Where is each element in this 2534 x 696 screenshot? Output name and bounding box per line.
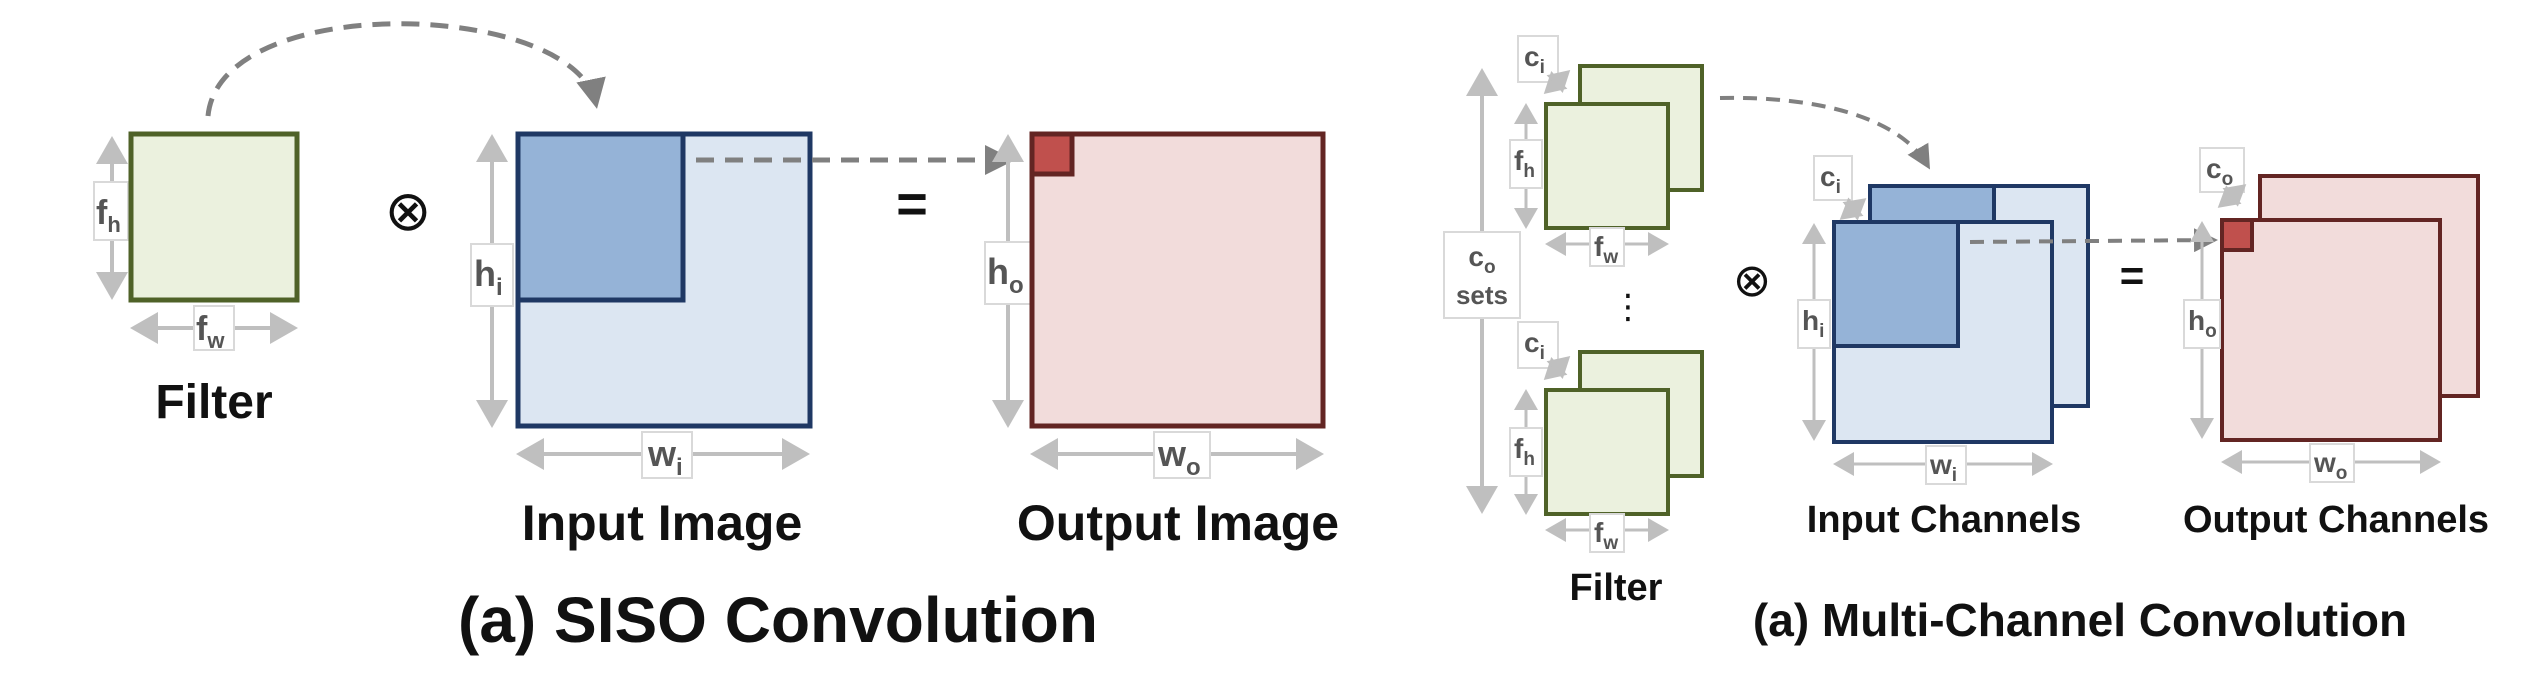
multi-filter-top-channel-label: ci: [1524, 41, 1545, 78]
multi-filter-sets-count: co: [1468, 241, 1495, 278]
multi-output-front-square: [2220, 218, 2442, 442]
multi-filter-top-channel-dimension: [1543, 69, 1571, 95]
multi-output-channels: co ho wo Output Channels: [2183, 147, 2489, 541]
siso-output-width-box: [1153, 431, 1211, 479]
siso-filter-to-input-arrow: [205, 21, 606, 117]
multi-filter-bottom-width-label: fw: [1594, 517, 1618, 554]
multi-input-height-box: [1797, 299, 1831, 349]
multi-filter-bottom-height-label: fh: [1514, 433, 1535, 470]
multi-filter-ellipsis: ⋮: [1611, 288, 1645, 326]
multi-filter-label: Filter: [1570, 567, 1663, 609]
multi-input-channel-box: [1813, 155, 1853, 201]
siso-output-square: [1029, 131, 1326, 429]
multi-filter-top-front-square: [1544, 102, 1670, 230]
siso-output-height-label: ho: [987, 251, 1024, 299]
multi-output-channel-label: co: [2206, 153, 2233, 190]
multi-patch-to-output-arrow: [1969, 228, 2218, 253]
multi-input-width-box: [1925, 445, 1967, 485]
siso-filter-square: [128, 131, 300, 303]
multi-input-channel-label: ci: [1820, 161, 1841, 198]
multi-filter-to-input-arrow: [1719, 95, 1931, 170]
siso-output-label: Output Image: [1017, 495, 1339, 551]
siso-output-width-label: wo: [1157, 433, 1201, 481]
siso-output-image: ho wo Output Image: [984, 131, 1339, 551]
siso-panel: fh fw Filter ⊗ hi wi Input Image =: [93, 21, 1339, 656]
siso-input-height-box: [470, 243, 514, 307]
multi-filter-bottom-channel-label: ci: [1524, 327, 1545, 364]
multi-filter-top-width-box: [1589, 227, 1625, 267]
siso-input-width-box: [641, 431, 693, 479]
multi-filter-top-width-label: fw: [1594, 231, 1618, 268]
siso-filter: fh fw Filter: [93, 131, 300, 429]
multi-channel-panel: co sets ci fh fw ⋮ ci fh: [1443, 35, 2489, 646]
multi-input-channels: ci hi wi Input Channels: [1797, 155, 2090, 541]
siso-input-width-label: wi: [647, 433, 683, 481]
multi-input-label: Input Channels: [1807, 499, 2081, 541]
multi-input-back-patch: [1868, 184, 1996, 224]
multi-filter-sets-word: sets: [1456, 280, 1508, 310]
multi-input-front-patch: [1832, 220, 1960, 348]
multi-filter-bottom-channel-dimension: [1543, 355, 1571, 381]
multi-input-width-label: wi: [1929, 449, 1957, 486]
multi-output-height-label: ho: [2188, 305, 2217, 342]
multi-input-channel-dimension: [1839, 197, 1867, 221]
siso-input-label: Input Image: [522, 495, 803, 551]
siso-convolution-symbol: ⊗: [385, 179, 432, 242]
multi-convolution-symbol: ⊗: [1733, 254, 1772, 306]
multi-filter-bottom: ci fh fw: [1509, 321, 1704, 554]
multi-output-channel-dimension: [2217, 184, 2247, 208]
siso-input-image: hi wi Input Image: [470, 131, 813, 551]
multi-output-width-box: [2309, 443, 2355, 483]
siso-filter-width-box: [193, 305, 235, 351]
multi-output-label: Output Channels: [2183, 499, 2489, 541]
siso-output-pixel: [1029, 131, 1075, 177]
siso-caption: (a) SISO Convolution: [458, 584, 1098, 656]
multi-input-height-label: hi: [1802, 305, 1824, 342]
multi-output-height-box: [2183, 299, 2221, 349]
multi-filter-top-height-label: fh: [1514, 145, 1535, 182]
multi-output-pixel: [2220, 218, 2254, 252]
siso-input-height-label: hi: [474, 253, 503, 301]
multi-filter-top-height-box: [1509, 139, 1543, 189]
multi-caption: (a) Multi-Channel Convolution: [1753, 594, 2407, 646]
siso-equals-symbol: =: [896, 174, 928, 234]
siso-input-receptive-patch: [515, 131, 686, 303]
multi-filter-sets-box: [1443, 231, 1521, 319]
multi-filter-bottom-height-box: [1509, 427, 1543, 477]
siso-filter-label: Filter: [155, 376, 272, 429]
multi-equals-symbol: =: [2120, 252, 2145, 299]
multi-filter-bottom-front-square: [1544, 388, 1670, 516]
multi-output-width-label: wo: [2313, 447, 2347, 484]
siso-filter-box: [93, 181, 129, 241]
multi-filter-top: ci fh fw: [1509, 35, 1704, 268]
siso-filter-height-label: fh: [96, 194, 121, 237]
multi-filter-bottom-width-box: [1589, 513, 1625, 553]
siso-filter-width-label: fw: [196, 310, 225, 353]
